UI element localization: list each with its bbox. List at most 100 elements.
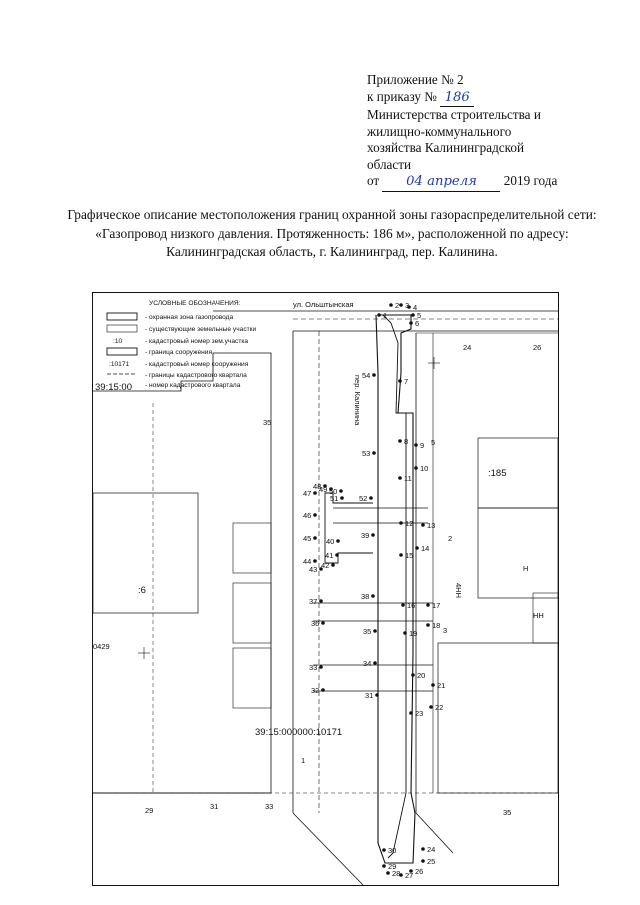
point-label-36: 36 xyxy=(311,619,319,628)
plan-drawing: УСЛОВНЫЕ ОБОЗНАЧЕНИЯ: - охранная зона га… xyxy=(93,300,558,885)
boundary-point-25 xyxy=(421,859,425,863)
point-label-41: 41 xyxy=(325,551,333,560)
point-label-9: 9 xyxy=(420,441,424,450)
boundary-point-53 xyxy=(372,451,376,455)
boundary-point-40 xyxy=(336,539,340,543)
point-label-46: 46 xyxy=(303,511,311,520)
svg-text:26: 26 xyxy=(533,343,541,352)
point-label-8: 8 xyxy=(404,437,408,446)
boundary-point-42 xyxy=(331,563,335,567)
boundary-point-6 xyxy=(409,321,413,325)
boundary-point-9 xyxy=(414,443,418,447)
boundary-point-51 xyxy=(340,496,344,500)
boundary-point-20 xyxy=(411,673,415,677)
boundary-point-35 xyxy=(373,629,377,633)
boundary-point-13 xyxy=(421,523,425,527)
point-label-14: 14 xyxy=(421,544,429,553)
parcel-left-main xyxy=(93,352,272,794)
point-label-24: 24 xyxy=(427,845,435,854)
svg-text:- кадастровый номер сооружения: - кадастровый номер сооружения xyxy=(145,360,249,368)
boundary-point-28 xyxy=(386,871,390,875)
svg-text::6: :6 xyxy=(138,585,146,596)
svg-text:Н: Н xyxy=(523,564,528,573)
svg-text:39:15:00: 39:15:00 xyxy=(95,382,132,393)
boundary-point-41 xyxy=(335,553,339,557)
parcel-6 xyxy=(93,492,199,614)
point-label-52: 52 xyxy=(359,494,367,503)
boundary-point-2 xyxy=(389,303,393,307)
boundary-point-19 xyxy=(403,631,407,635)
point-label-31: 31 xyxy=(365,691,373,700)
boundary-point-29 xyxy=(382,864,386,868)
legend: УСЛОВНЫЕ ОБОЗНАЧЕНИЯ: - охранная зона га… xyxy=(95,300,257,393)
protection-zone xyxy=(375,314,416,864)
point-label-21: 21 xyxy=(437,681,445,690)
point-label-15: 15 xyxy=(405,551,413,560)
svg-text:3: 3 xyxy=(443,626,447,635)
point-label-42: 42 xyxy=(321,561,329,570)
point-label-26: 26 xyxy=(415,867,423,876)
date-line: от 04 апреля 2019 года xyxy=(367,173,617,192)
boundary-point-47 xyxy=(313,491,317,495)
point-label-12: 12 xyxy=(405,519,413,528)
boundary-point-3 xyxy=(399,303,403,307)
point-label-48: 48 xyxy=(313,482,321,491)
site-plan: УСЛОВНЫЕ ОБОЗНАЧЕНИЯ: - охранная зона га… xyxy=(92,292,559,886)
point-label-47: 47 xyxy=(303,489,311,498)
boundary-point-31 xyxy=(375,693,379,697)
order-prefix: к приказу № xyxy=(367,88,437,104)
document-title: Графическое описание местоположения гран… xyxy=(67,207,597,259)
boundary-point-24 xyxy=(421,847,425,851)
svg-text::10: :10 xyxy=(113,338,122,345)
svg-text:35: 35 xyxy=(263,418,271,427)
svg-text:35: 35 xyxy=(503,808,511,817)
boundary-point-16 xyxy=(401,603,405,607)
boundary-point-30 xyxy=(382,848,386,852)
boundary-point-38 xyxy=(371,594,375,598)
boundary-point-39 xyxy=(371,533,375,537)
point-label-39: 39 xyxy=(361,531,369,540)
boundary-point-46 xyxy=(313,513,317,517)
svg-text:- кадастровый номер зем.участк: - кадастровый номер зем.участка xyxy=(145,337,248,345)
svg-text:1: 1 xyxy=(301,756,305,765)
boundary-point-32 xyxy=(321,688,325,692)
ministry-line-2: жилищно-коммунального xyxy=(367,123,512,139)
ministry-line-1: Министерства строительства и xyxy=(367,107,541,122)
appendix-header: Приложение № 2 к приказу № 186 Министерс… xyxy=(367,72,617,192)
svg-text:2: 2 xyxy=(448,534,452,543)
boundary-point-50 xyxy=(339,489,343,493)
point-label-51: 51 xyxy=(330,494,338,503)
svg-text:0429: 0429 xyxy=(93,642,110,651)
point-label-30: 30 xyxy=(388,846,396,855)
boundary-point-15 xyxy=(399,553,403,557)
point-label-43: 43 xyxy=(309,565,317,574)
point-label-2: 2 xyxy=(395,301,399,310)
svg-text:4НН: 4НН xyxy=(454,583,463,598)
point-label-27: 27 xyxy=(405,871,413,880)
boundary-point-7 xyxy=(398,379,402,383)
legend-heading: УСЛОВНЫЕ ОБОЗНАЧЕНИЯ: xyxy=(149,300,241,307)
point-label-38: 38 xyxy=(361,592,369,601)
point-label-7: 7 xyxy=(404,377,408,386)
svg-text:- охранная зона газопровода: - охранная зона газопровода xyxy=(145,314,234,321)
point-label-18: 18 xyxy=(432,621,440,630)
boundary-point-36 xyxy=(321,621,325,625)
svg-text:- номер кадастрового квартала: - номер кадастрового квартала xyxy=(145,382,241,389)
boundary-point-33 xyxy=(319,665,323,669)
svg-text::10171: :10171 xyxy=(109,361,130,368)
point-label-11: 11 xyxy=(404,474,412,483)
boundary-point-54 xyxy=(372,373,376,377)
boundary-point-44 xyxy=(313,559,317,563)
point-label-29: 29 xyxy=(388,862,396,871)
boundary-point-11 xyxy=(398,476,402,480)
point-label-6: 6 xyxy=(415,319,419,328)
boundary-point-48 xyxy=(323,484,327,488)
point-label-45: 45 xyxy=(303,534,311,543)
ministry-line-3: хозяйства Калининградской xyxy=(367,140,525,155)
boundary-point-49 xyxy=(329,487,333,491)
boundary-point-21 xyxy=(431,683,435,687)
boundary-point-34 xyxy=(373,661,377,665)
point-label-25: 25 xyxy=(427,857,435,866)
point-label-33: 33 xyxy=(309,663,317,672)
